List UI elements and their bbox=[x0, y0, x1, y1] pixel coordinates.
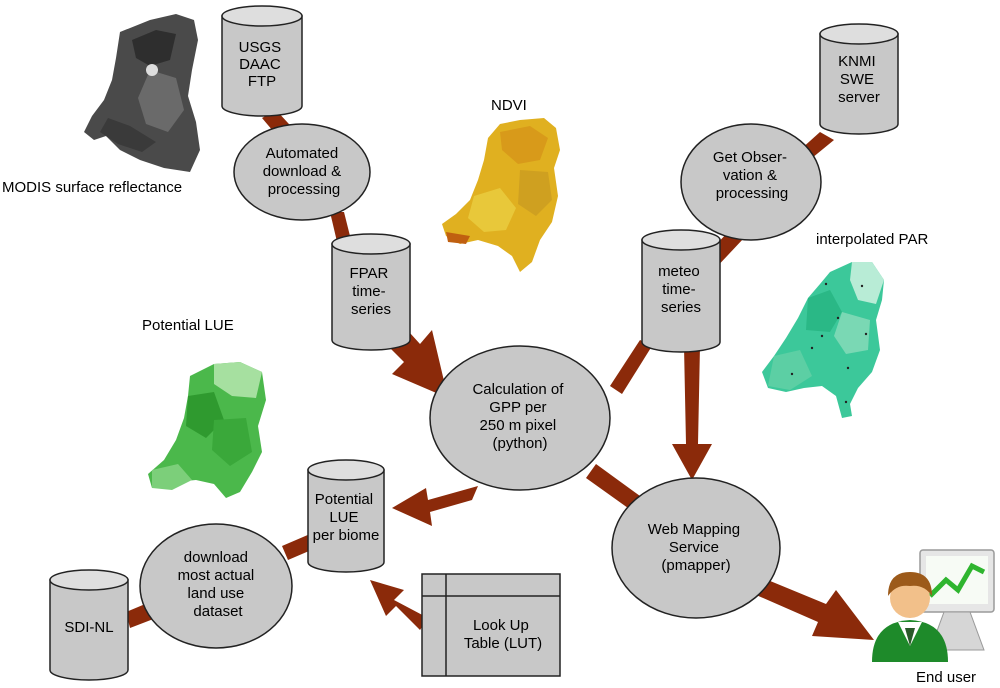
calc-ellipse bbox=[429, 345, 611, 491]
usgs-label: USGS DAAC FTP bbox=[239, 39, 286, 90]
fpar-label: FPAR time- series bbox=[349, 265, 392, 318]
ndvi-caption: NDVI bbox=[491, 97, 527, 114]
knmi-cylinder bbox=[819, 23, 899, 135]
modis-caption: MODIS surface reflectance bbox=[2, 179, 182, 196]
arrow-meteo-wms bbox=[672, 346, 712, 480]
auto-ellipse bbox=[233, 123, 371, 221]
dl-ellipse bbox=[139, 523, 293, 649]
calc-label: Calculation of GPP per 250 m pixel (pyth… bbox=[472, 381, 567, 452]
lue-cylinder bbox=[307, 459, 385, 573]
lue-map-icon bbox=[148, 362, 266, 498]
lue-label: Potential LUE per biome bbox=[313, 491, 380, 544]
ndvi-map-icon bbox=[442, 118, 560, 272]
fpar-cylinder bbox=[331, 233, 411, 351]
meteo-cylinder bbox=[641, 229, 721, 353]
usgs-cylinder bbox=[221, 5, 303, 117]
arrow-lut-lue bbox=[370, 580, 428, 630]
auto-label: Automated download & processing bbox=[263, 145, 346, 198]
lut-label: Look Up Table (LUT) bbox=[464, 617, 542, 652]
lut-table bbox=[421, 573, 561, 677]
wms-label: Web Mapping Service (pmapper) bbox=[648, 521, 744, 574]
modis-map-icon bbox=[84, 14, 200, 172]
lue-caption: Potential LUE bbox=[142, 317, 234, 334]
connector-meteo-calc bbox=[610, 340, 652, 394]
obs-label: Get Obser- vation & processing bbox=[713, 149, 791, 202]
monitor-chart-icon bbox=[919, 549, 995, 651]
par-map-icon bbox=[762, 262, 884, 418]
arrow-calc-lue bbox=[392, 486, 478, 526]
dl-label: download most actual land use dataset bbox=[178, 549, 259, 620]
sdi-cylinder bbox=[49, 569, 129, 681]
knmi-label: KNMI SWE server bbox=[838, 53, 880, 106]
enduser-caption: End user bbox=[916, 669, 976, 686]
par-caption: interpolated PAR bbox=[816, 231, 928, 248]
meteo-label: meteo time- series bbox=[658, 263, 704, 316]
end-user-icon bbox=[872, 572, 948, 662]
obs-ellipse bbox=[680, 123, 822, 241]
wms-ellipse bbox=[611, 477, 781, 619]
connector-calc-wms bbox=[586, 464, 640, 508]
sdi-label: SDI-NL bbox=[64, 619, 113, 636]
